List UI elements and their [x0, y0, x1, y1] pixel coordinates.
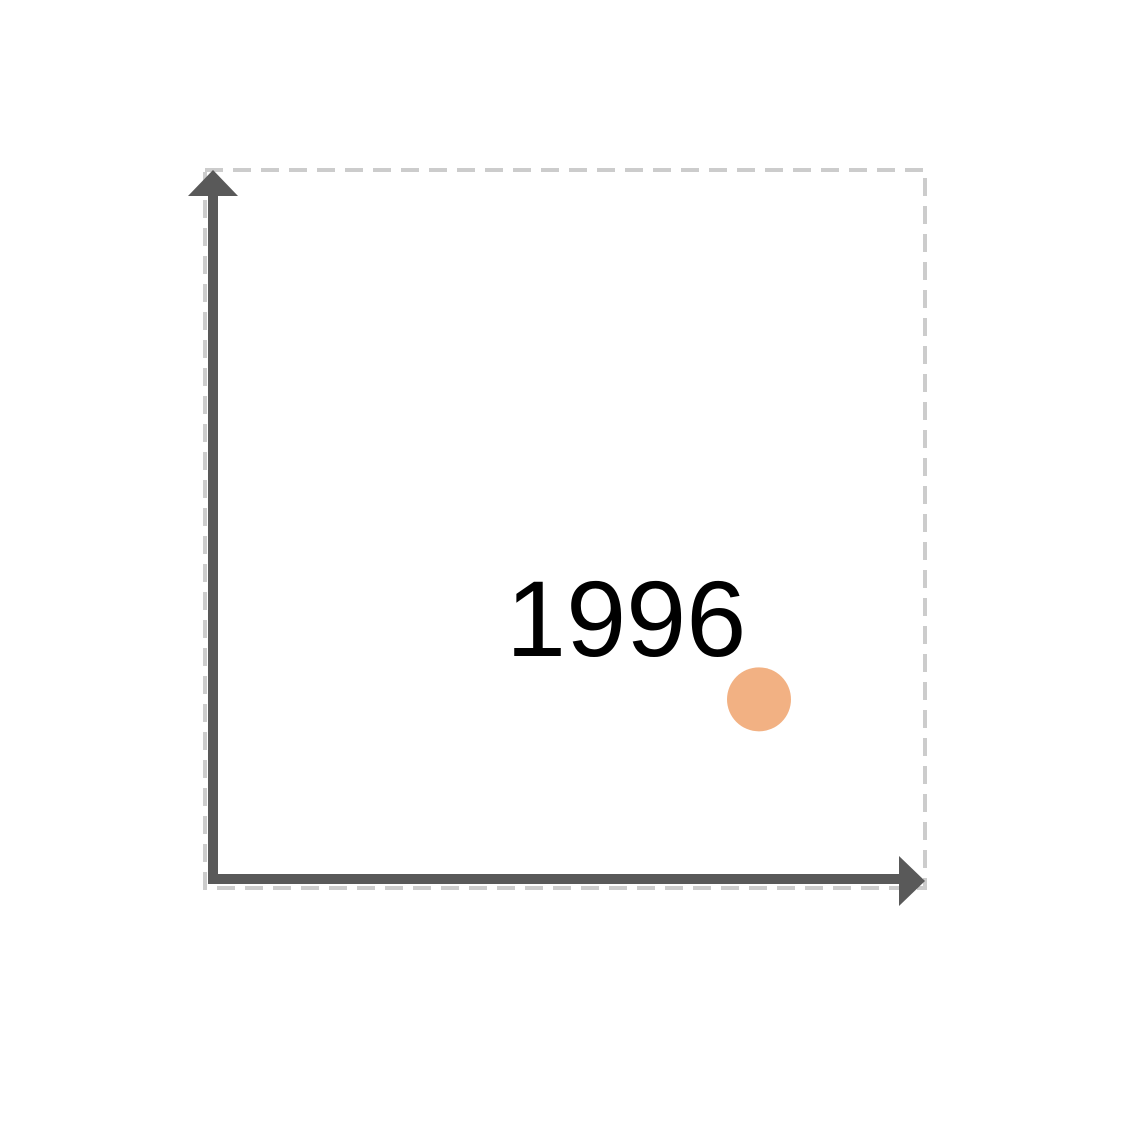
- x-axis: [208, 856, 925, 906]
- y-axis: [188, 170, 238, 884]
- year-annotation: 1996: [506, 558, 746, 679]
- x-axis-arrowhead: [899, 856, 925, 906]
- y-axis-arrowhead: [188, 170, 238, 196]
- data-points: [727, 667, 791, 732]
- data-point-0-0: [727, 667, 791, 732]
- plot-area-frame: [203, 168, 927, 890]
